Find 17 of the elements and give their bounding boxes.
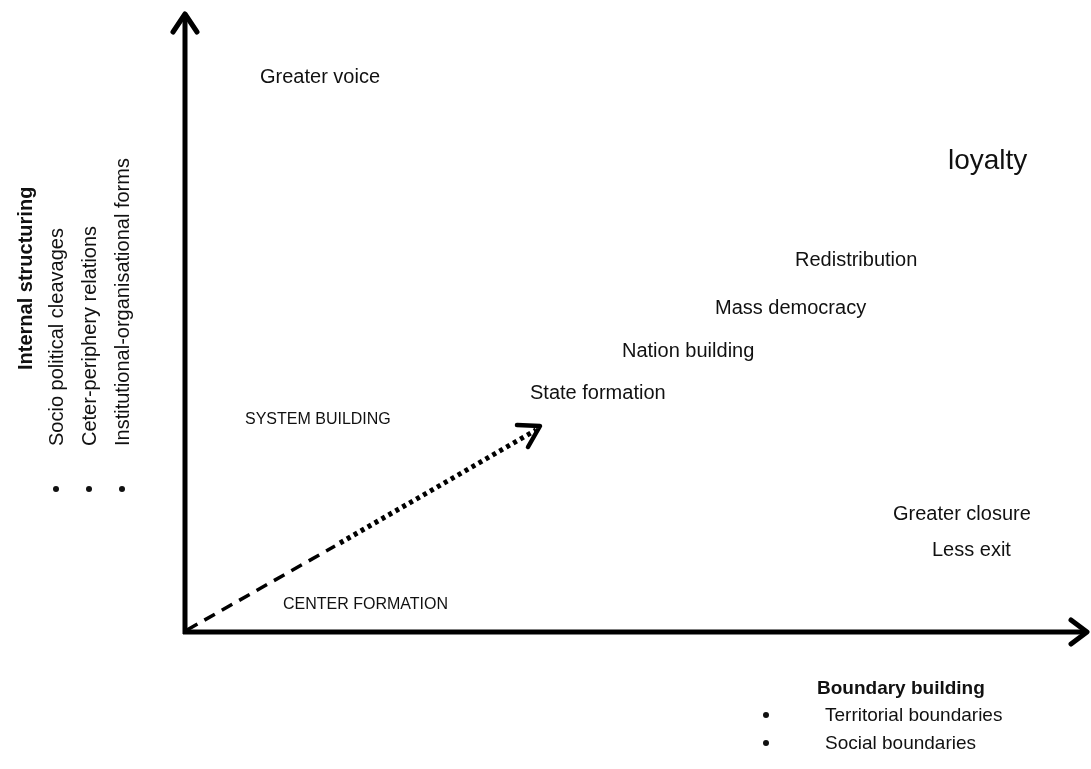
region-label: SYSTEM BUILDING <box>245 409 391 429</box>
corner-label: Greater closure <box>893 501 1031 525</box>
stage-label: Nation building <box>622 338 755 362</box>
stage-label: Redistribution <box>795 247 918 271</box>
list-item: Socio political cleavages <box>44 228 68 492</box>
region-label: CENTER FORMATION <box>283 594 449 614</box>
list-item: Territorial boundaries <box>763 704 1003 727</box>
corner-label: loyalty <box>948 143 1028 177</box>
list-item: Ceter-periphery relations <box>77 225 101 492</box>
axis-title: Boundary building <box>817 677 985 700</box>
quadrant-label: Greater voice <box>260 64 381 88</box>
stage-label: State formation <box>530 380 666 404</box>
stage-label: Mass democracy <box>715 295 867 319</box>
list-item: Institutional-organisational forms <box>110 158 134 492</box>
axis-title: Internal structuring <box>13 186 37 370</box>
list-item: Social boundaries <box>763 732 977 755</box>
corner-label: Less exit <box>932 537 1011 561</box>
